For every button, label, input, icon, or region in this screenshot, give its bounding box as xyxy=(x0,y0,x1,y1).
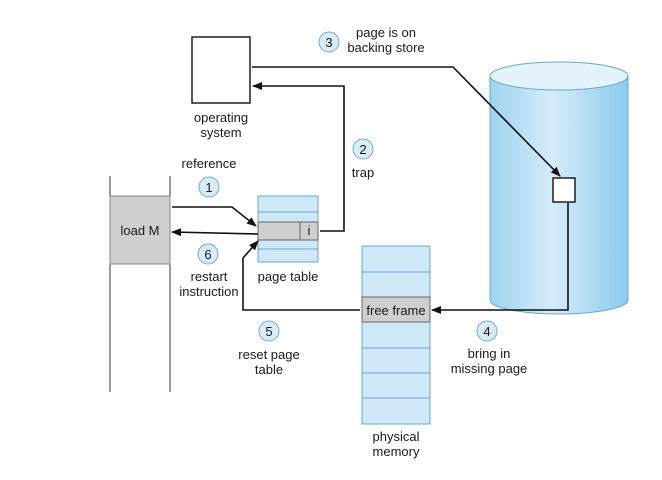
backing-store-label-line2: backing store xyxy=(347,40,424,55)
step-3-number: 3 xyxy=(325,35,332,50)
reset-table-arrow xyxy=(242,240,360,311)
bring-in-label-line2: missing page xyxy=(451,361,528,376)
missing-page-block xyxy=(552,177,576,203)
step-5-number: 5 xyxy=(265,324,272,339)
reset-table-label-line2: table xyxy=(255,362,283,377)
invalid-bit: i xyxy=(308,223,311,238)
physical-memory-label-line2: memory xyxy=(373,444,420,459)
step-6-circle xyxy=(197,243,219,265)
restart-label-line1: restart xyxy=(191,269,228,284)
page-table-label: page table xyxy=(258,269,319,284)
step-1-circle xyxy=(198,176,220,198)
step-2-number: 2 xyxy=(359,142,366,157)
step-4-number: 4 xyxy=(483,324,490,339)
step-3-circle xyxy=(318,31,340,53)
trap-label: trap xyxy=(352,165,374,180)
step-2-circle xyxy=(352,138,374,160)
step-5-circle xyxy=(258,320,280,342)
page-table-entry xyxy=(257,221,319,241)
restart-label-line2: instruction xyxy=(179,284,238,299)
trap-arrow xyxy=(252,82,345,232)
reference-arrow xyxy=(172,206,257,227)
physical-memory-label-line1: physical xyxy=(373,429,420,444)
restart-arrow xyxy=(171,228,259,237)
step-6-number: 6 xyxy=(204,247,211,262)
page-table xyxy=(257,195,319,263)
bring-in-arrow xyxy=(431,203,569,314)
physical-memory xyxy=(361,245,431,425)
find-page-arrow xyxy=(252,66,561,177)
step-1-number: 1 xyxy=(205,180,212,195)
bring-in-label-line1: bring in xyxy=(468,346,511,361)
reference-label: reference xyxy=(182,156,237,171)
load-m-instruction xyxy=(109,195,171,265)
backing-store-label-line1: page is on xyxy=(356,25,416,40)
load-m-label: load M xyxy=(120,223,159,238)
operating-system-label-line2: system xyxy=(200,125,241,140)
step-4-circle xyxy=(476,320,498,342)
free-frame xyxy=(361,296,431,323)
operating-system-box xyxy=(191,36,251,104)
free-frame-label: free frame xyxy=(366,303,425,318)
operating-system-label-line1: operating xyxy=(194,110,248,125)
reset-table-label-line1: reset page xyxy=(238,347,299,362)
